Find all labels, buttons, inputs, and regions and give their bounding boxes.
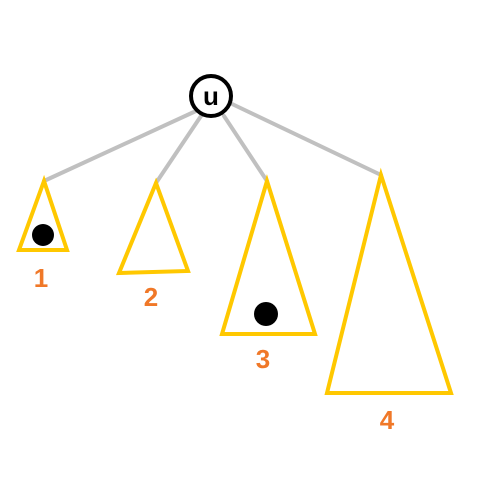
subtree-4-label: 4 bbox=[380, 405, 395, 435]
subtree-1-triangle bbox=[16, 174, 70, 252]
root-node-label: u bbox=[203, 81, 219, 111]
edge-to-subtree-2 bbox=[154, 114, 203, 185]
root-node-circle bbox=[189, 74, 233, 118]
subtree-2-triangle bbox=[115, 177, 191, 276]
subtree-1-marker-dot bbox=[32, 224, 54, 246]
subtree-3-triangle bbox=[219, 174, 318, 336]
subtree-1-label: 1 bbox=[34, 263, 48, 293]
subtree-4-triangle bbox=[324, 167, 454, 395]
edge-to-subtree-3 bbox=[222, 114, 269, 183]
edge-to-subtree-1 bbox=[42, 109, 198, 183]
subtree-3-marker-dot bbox=[254, 302, 278, 326]
edge-to-subtree-4 bbox=[228, 101, 383, 177]
subtree-3-label: 3 bbox=[256, 344, 270, 374]
subtree-2-label: 2 bbox=[144, 282, 158, 312]
